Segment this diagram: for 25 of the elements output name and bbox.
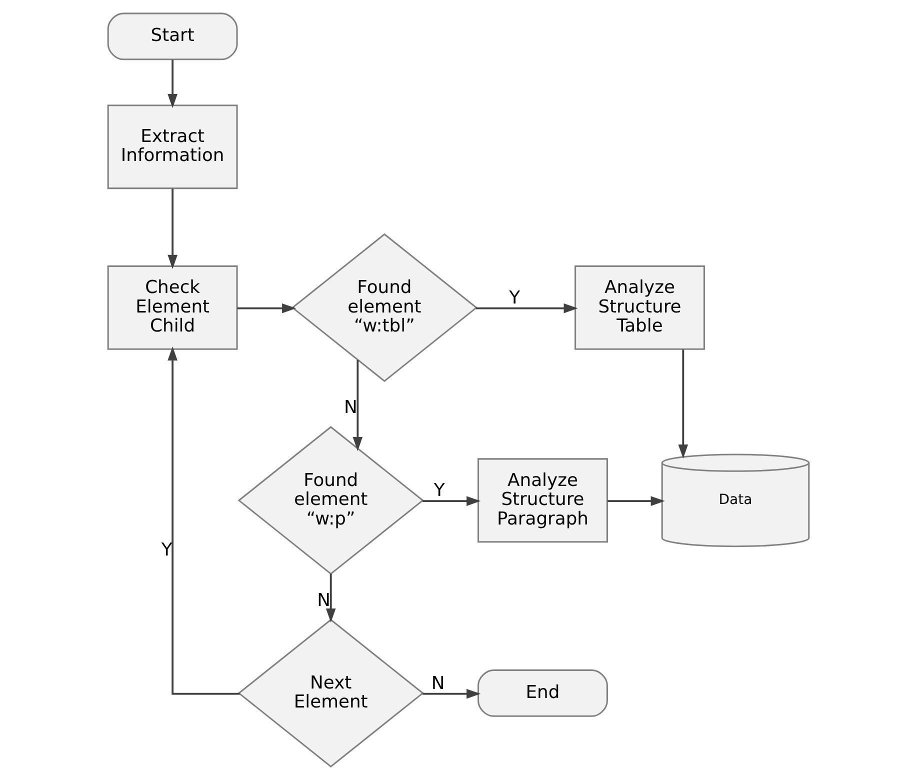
node-box: End: [477, 669, 608, 717]
node-box: Analyze Structure Table: [574, 265, 704, 350]
node-diamond: Found element “w:p”: [237, 426, 424, 575]
arrow: [167, 188, 177, 269]
node-box: Extract Information: [106, 104, 238, 190]
edge-label: N: [316, 590, 330, 611]
edge-label: N: [430, 672, 444, 694]
arrow: [422, 688, 480, 699]
node-diamond: Found element “w:tbl”: [290, 233, 478, 382]
node-box: Check Element Child: [106, 265, 238, 350]
arrow: [325, 574, 336, 623]
arrow: [167, 346, 240, 695]
edge-label: Y: [508, 287, 520, 308]
arrow: [236, 303, 296, 314]
arrow: [475, 303, 578, 314]
arrow: [422, 496, 480, 506]
arrow: [606, 496, 664, 506]
arrow: [352, 360, 362, 452]
node-box: Analyze Structure Paragraph: [477, 458, 608, 543]
node-box: Start: [106, 12, 238, 60]
edge-label: N: [343, 397, 357, 418]
arrow: [167, 60, 177, 108]
arrow: [678, 349, 688, 459]
node-diamond: Next Element: [237, 618, 424, 768]
edge-label: Y: [433, 480, 444, 502]
